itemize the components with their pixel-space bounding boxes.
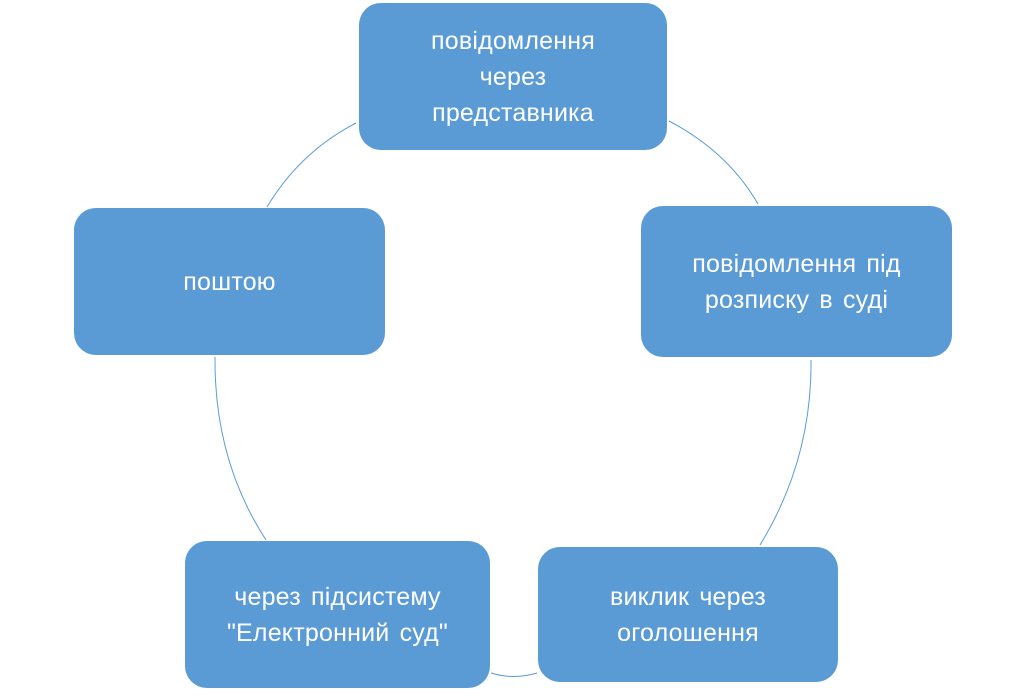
node-label: через підсистему "Електронний суд": [226, 582, 449, 647]
connector-2-3: [759, 359, 812, 546]
node-summons-by-announcement: виклик через оголошення: [538, 547, 838, 682]
connector-3-4: [490, 672, 538, 677]
connector-4-5: [214, 356, 267, 541]
node-via-electronic-court: через підсистему "Електронний суд": [185, 541, 490, 688]
connector-1-2: [668, 120, 759, 205]
node-by-mail: поштою: [74, 208, 385, 355]
node-notice-via-representative: повідомлення через представника: [359, 3, 667, 150]
node-label: повідомлення під розписку в суді: [692, 249, 901, 314]
node-label: виклик через оголошення: [610, 582, 766, 647]
node-label: повідомлення через представника: [431, 26, 595, 127]
node-label: поштою: [183, 267, 276, 296]
connector-5-1: [266, 122, 357, 208]
node-notice-receipt-in-court: повідомлення під розписку в суді: [641, 206, 952, 357]
